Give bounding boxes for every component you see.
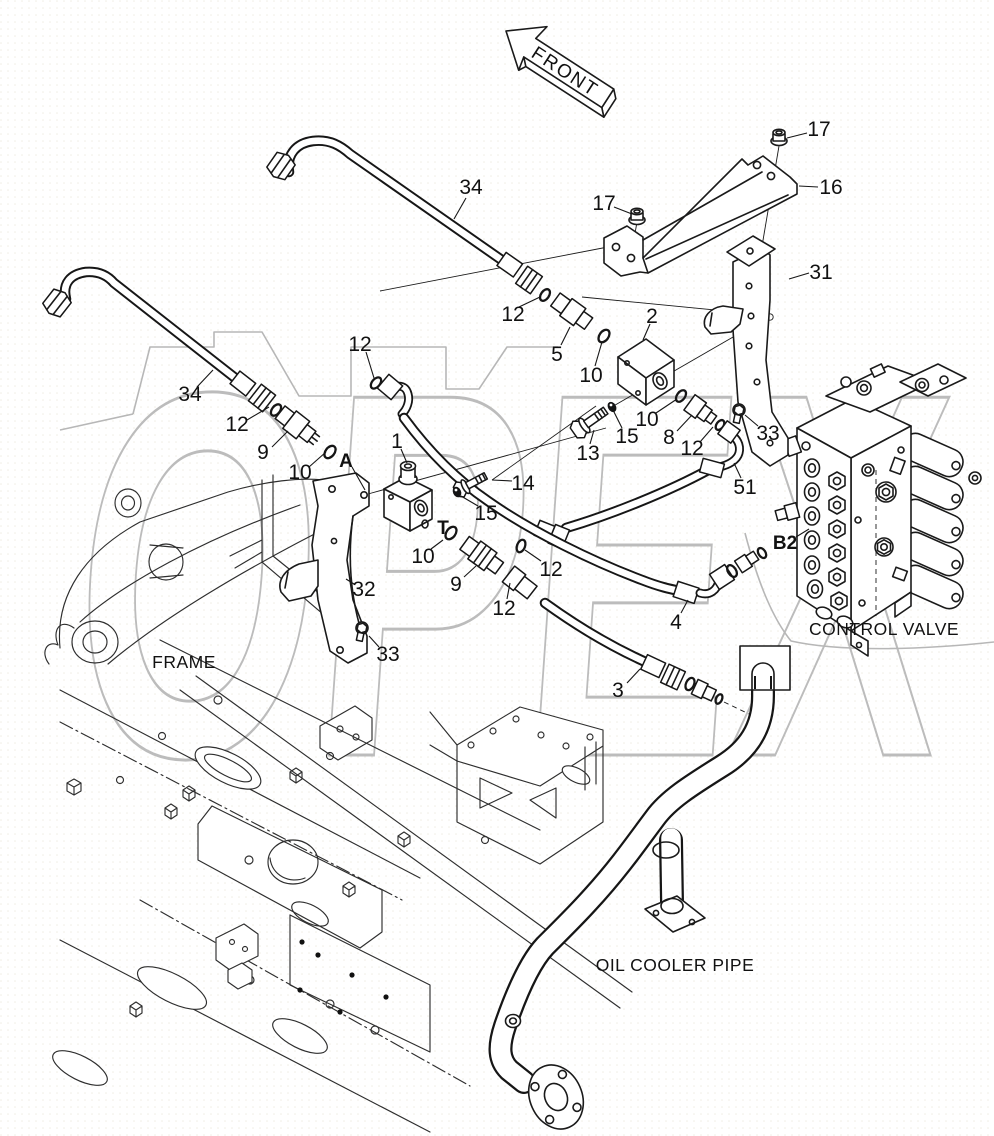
callout-10-d: 10 [411, 545, 434, 568]
callout-17-top-right: 17 [807, 118, 830, 141]
block-2 [617, 338, 675, 406]
bolt-33-left [355, 621, 369, 643]
frame-structure [44, 474, 633, 1133]
fitting-9-tee [459, 535, 505, 575]
callout-32: 32 [352, 578, 375, 601]
fitting-9-left [274, 405, 321, 446]
callout-10-b: 10 [288, 461, 311, 484]
callout-labels: 17 16 17 31 34 12 5 10 2 34 12 12 9 10 1… [178, 118, 842, 702]
callout-10-c: 10 [635, 408, 658, 431]
callout-9-b: 9 [450, 573, 462, 596]
phantom-outlines [59, 331, 994, 650]
port-label-a: A [339, 451, 353, 472]
callout-31: 31 [809, 261, 832, 284]
callout-4: 4 [670, 611, 682, 634]
callout-leaders [196, 132, 819, 684]
valve-1 [383, 460, 433, 532]
control-valve-label: CONTROL VALVE [809, 619, 959, 639]
callout-16: 16 [819, 176, 842, 199]
callout-14: 14 [511, 472, 535, 495]
port-label-b2: B2 [773, 533, 797, 554]
port-label-t: T [437, 518, 449, 539]
callout-33-right: 33 [756, 422, 779, 445]
hose-34-left [42, 266, 283, 417]
callout-1: 1 [391, 430, 403, 453]
hose-4 [369, 373, 768, 605]
callout-12-a: 12 [501, 303, 524, 326]
bracket-16 [603, 128, 798, 277]
callout-9-a: 9 [257, 441, 269, 464]
bracket-31 [703, 235, 789, 467]
fitting-5 [549, 292, 594, 330]
callout-10-a: 10 [579, 364, 602, 387]
callout-34-left: 34 [178, 383, 202, 406]
nut-17-left [628, 207, 646, 226]
elbow-51 [714, 420, 744, 472]
frame-label: FRAME [152, 652, 216, 672]
oil-cooler-pipe [488, 645, 791, 1130]
callout-12-d: 12 [680, 437, 703, 460]
port-letters: A T B2 [339, 451, 797, 554]
bolt-33-right [732, 403, 746, 425]
callout-33-left: 33 [376, 643, 399, 666]
nut-17-right [770, 128, 788, 147]
bolt-13 [569, 406, 609, 439]
hose-34-upper [266, 135, 552, 302]
callout-2: 2 [646, 305, 658, 328]
callout-34-upper: 34 [459, 176, 483, 199]
callout-17-left: 17 [592, 192, 615, 215]
hose-3 [501, 565, 750, 715]
callout-51: 51 [733, 476, 756, 499]
callout-8: 8 [663, 426, 675, 449]
control-valve [772, 363, 982, 657]
callout-12-e: 12 [539, 558, 562, 581]
callout-12-b: 12 [348, 333, 371, 356]
callout-15-a: 15 [474, 502, 497, 525]
callout-3: 3 [612, 679, 624, 702]
callout-12-c: 12 [225, 413, 248, 436]
callout-12-f: 12 [492, 597, 515, 620]
callout-5: 5 [551, 343, 563, 366]
fitting-8 [683, 393, 718, 425]
area-labels: FRAME CONTROL VALVE OIL COOLER PIPE [152, 619, 959, 975]
callout-13: 13 [576, 442, 599, 465]
callout-15-b: 15 [615, 425, 638, 448]
oil-cooler-pipe-label: OIL COOLER PIPE [596, 955, 755, 975]
